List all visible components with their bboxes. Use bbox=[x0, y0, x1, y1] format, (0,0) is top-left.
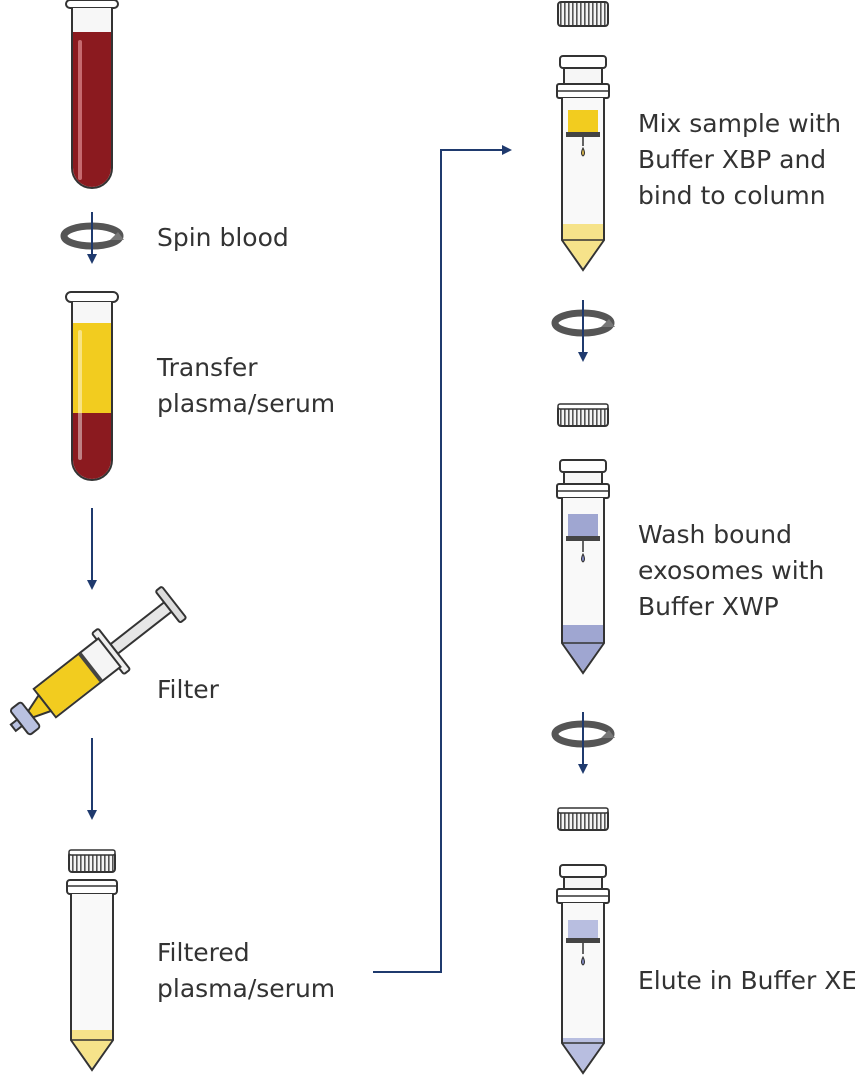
label-line: Wash bound bbox=[638, 520, 792, 549]
spin-column-icon bbox=[556, 864, 610, 1075]
label-line: Buffer XWP bbox=[638, 592, 779, 621]
screw-cap-icon bbox=[557, 1, 609, 27]
spin-icon bbox=[551, 712, 615, 774]
label-filtered: Filtered plasma/serum bbox=[157, 935, 335, 1007]
screw-cap-icon bbox=[557, 403, 609, 427]
label-spin-blood: Spin blood bbox=[157, 220, 289, 256]
label-line: exosomes with bbox=[638, 556, 825, 585]
label-line: bind to column bbox=[638, 181, 826, 210]
label-line: plasma/serum bbox=[157, 389, 336, 418]
label-bind: Mix sample with Buffer XBP and bind to c… bbox=[638, 106, 841, 214]
label-line: Mix sample with bbox=[638, 109, 842, 138]
syringe-filter-icon bbox=[9, 586, 187, 736]
label-line: Elute in Buffer XE bbox=[638, 966, 855, 995]
spin-column-icon bbox=[556, 459, 610, 675]
spin-icon bbox=[551, 300, 615, 362]
label-line: Filtered bbox=[157, 938, 250, 967]
label-line: Buffer XBP and bbox=[638, 145, 827, 174]
blood-tube-icon bbox=[65, 0, 119, 189]
flow-connector bbox=[373, 145, 512, 973]
spin-column-icon bbox=[556, 55, 610, 272]
label-elute: Elute in Buffer XE bbox=[638, 963, 855, 999]
centrifuged-tube-icon bbox=[65, 291, 119, 481]
screw-cap-icon bbox=[68, 849, 116, 873]
label-line: Spin blood bbox=[157, 223, 289, 252]
label-line: Filter bbox=[157, 675, 219, 704]
label-filter: Filter bbox=[157, 672, 219, 708]
label-wash: Wash bound exosomes with Buffer XWP bbox=[638, 517, 824, 625]
spin-icon bbox=[60, 212, 124, 264]
label-line: Transfer bbox=[157, 353, 258, 382]
label-transfer: Transfer plasma/serum bbox=[157, 350, 335, 422]
filtered-tube-icon bbox=[66, 879, 118, 1072]
label-line: plasma/serum bbox=[157, 974, 336, 1003]
screw-cap-icon bbox=[557, 807, 609, 831]
